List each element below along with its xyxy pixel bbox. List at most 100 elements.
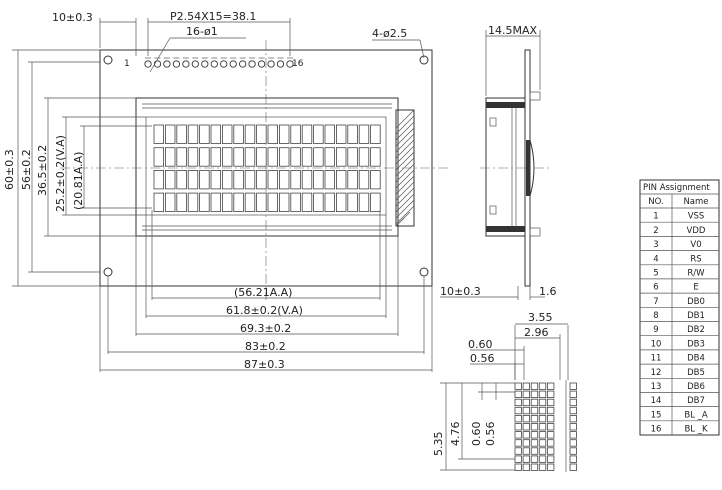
dot-cell [569, 439, 577, 447]
dot-cell [547, 406, 555, 415]
character-cell [233, 169, 244, 190]
dim-dot-width-056: 0.56 [470, 352, 495, 365]
dot-cell [530, 455, 539, 463]
pin-hole [267, 60, 275, 68]
dot-cell [547, 431, 555, 439]
dim-height-total: 60±0.3 [3, 149, 16, 190]
character-cell [278, 192, 290, 213]
dot-cell [522, 382, 530, 390]
character-cell [370, 192, 381, 213]
dot-cell [538, 423, 547, 431]
pin-hole [153, 60, 162, 68]
dot-cell [538, 431, 547, 439]
character-cell [210, 147, 222, 167]
dim-char-height-535: 5.35 [432, 432, 445, 457]
dot-cell [530, 431, 539, 439]
pin-name: BL _K [684, 425, 708, 435]
character-cell [210, 124, 222, 144]
character-cell [301, 147, 313, 167]
character-cell [244, 147, 256, 167]
character-cell [290, 192, 301, 213]
dot-cell [569, 423, 577, 431]
dot-cell [522, 406, 530, 415]
dim-height-56: 56±0.2 [20, 149, 33, 190]
pin-hole [286, 60, 294, 68]
character-detail: 3.55 2.96 0.60 0.56 5.35 4.76 0.60 0.56 [432, 311, 577, 472]
dot-cell [569, 398, 577, 407]
dim-pin-holes: 16-ø1 [186, 25, 218, 38]
character-cell [256, 169, 267, 190]
character-cell [347, 147, 358, 167]
pin-number: 16 [651, 425, 662, 435]
pin-hole [229, 60, 237, 68]
character-cell [164, 169, 176, 190]
character-cell [256, 124, 267, 144]
dot-cell [514, 406, 522, 415]
pin-hole [210, 60, 218, 68]
character-cell [290, 169, 301, 190]
pin-name: E [693, 283, 698, 293]
dim-width-87: 87±0.3 [244, 358, 285, 371]
pin-hole [276, 60, 285, 68]
character-cell [278, 169, 290, 190]
pin-last-label: 16 [292, 59, 304, 69]
dim-width-va: 61.8±0.2(V.A) [226, 304, 303, 317]
character-cell [267, 192, 279, 213]
side-view: 14.5MAX 10±0.3 1.6 [440, 24, 557, 300]
pin-number: 8 [653, 311, 658, 321]
character-cell [290, 124, 301, 144]
character-cell [335, 124, 347, 144]
dim-pin-pitch: P2.54X15=38.1 [170, 10, 256, 23]
dot-cell [530, 398, 539, 407]
dot-cell [530, 414, 539, 423]
character-cell [313, 192, 324, 213]
character-cell [199, 192, 210, 213]
dot-cell [514, 398, 522, 407]
dot-cell [522, 455, 530, 463]
pin-table-title: PIN Assignment [643, 183, 710, 193]
dot-cell [547, 382, 555, 390]
dot-cell [547, 463, 555, 471]
character-cell [358, 147, 370, 167]
character-cell [278, 147, 290, 167]
pin-number: 11 [651, 354, 662, 364]
character-cell [176, 169, 187, 190]
viewing-area [145, 116, 387, 216]
pin-name: DB5 [687, 368, 705, 378]
dot-matrix [514, 380, 577, 472]
dot-cell [514, 447, 522, 455]
character-cell [256, 192, 267, 213]
dot-cell [538, 414, 547, 423]
character-cell [187, 124, 199, 144]
dot-cell [547, 455, 555, 463]
character-cell [335, 192, 347, 213]
dim-height-va: 25.2±0.2(V.A) [54, 135, 67, 212]
character-cell [267, 147, 279, 167]
dot-cell [569, 431, 577, 439]
dot-cell [569, 382, 577, 390]
pin-name: VSS [688, 212, 705, 222]
dim-dot-width-060: 0.60 [468, 338, 493, 351]
dot-cell [522, 423, 530, 431]
dot-cell [538, 447, 547, 455]
dim-top-left: 10±0.3 [52, 11, 93, 24]
character-cell [313, 147, 324, 167]
dot-cell [522, 463, 530, 471]
character-cell [244, 169, 256, 190]
character-cell [313, 124, 324, 144]
pin-name: V0 [690, 240, 701, 250]
character-cell [176, 192, 187, 213]
character-cell [164, 192, 176, 213]
character-cell [187, 169, 199, 190]
pin-hole [257, 60, 266, 68]
character-cell [370, 124, 381, 144]
pin-name: R/W [687, 268, 705, 278]
dot-cell [547, 439, 555, 447]
pin-number: 1 [653, 212, 658, 222]
dot-cell [530, 406, 539, 415]
dot-cell [538, 398, 547, 407]
character-cell [370, 169, 381, 190]
lcd-bezel [135, 97, 399, 237]
dim-char-width-296: 2.96 [524, 326, 549, 339]
